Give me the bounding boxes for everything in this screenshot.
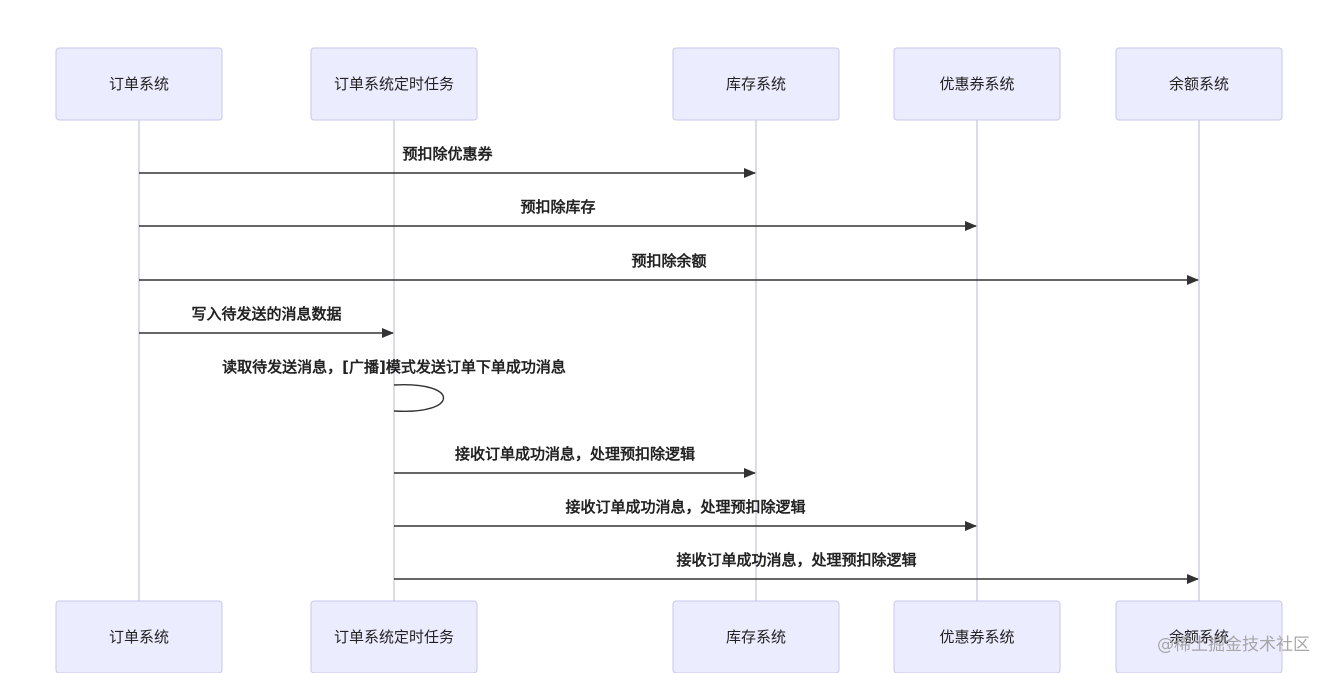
actors-top: 订单系统 订单系统定时任务 库存系统 优惠券系统 余额系统 <box>55 47 1283 121</box>
actor-label: 优惠券系统 <box>939 628 1014 646</box>
message-0: 预扣除优惠券 <box>139 145 756 178</box>
actor-label: 订单系统 <box>109 75 169 93</box>
watermark-text: @稀土掘金技术社区 <box>1157 635 1310 655</box>
actor-coupon-top: 优惠券系统 <box>893 47 1061 121</box>
lifelines <box>138 120 1200 601</box>
actor-task-top: 订单系统定时任务 <box>310 47 478 121</box>
actor-box <box>1115 47 1283 121</box>
actor-order-bottom: 订单系统 <box>55 600 223 673</box>
actor-label: 优惠券系统 <box>939 75 1014 93</box>
actor-coupon-bottom: 优惠券系统 <box>893 600 1061 673</box>
actor-balance-bottom: 余额系统 <box>1115 600 1283 673</box>
actor-label: 订单系统定时任务 <box>334 628 454 646</box>
actors-bottom: 订单系统 订单系统定时任务 库存系统 优惠券系统 余额系统 <box>55 600 1283 673</box>
actor-stock-bottom: 库存系统 <box>672 600 840 673</box>
message-7: 接收订单成功消息，处理预扣除逻辑 <box>394 551 1199 584</box>
message-label: 写入待发送的消息数据 <box>191 305 341 323</box>
actor-stock-top: 库存系统 <box>672 47 840 121</box>
actor-order-top: 订单系统 <box>55 47 223 121</box>
actor-label: 库存系统 <box>726 628 786 646</box>
actor-label: 订单系统 <box>109 628 169 646</box>
actor-box <box>55 47 223 121</box>
message-label: 读取待发送消息，[广播]模式发送订单下单成功消息 <box>222 358 566 376</box>
actor-box <box>55 600 223 673</box>
message-label: 接收订单成功消息，处理预扣除逻辑 <box>676 551 916 569</box>
actor-balance-top: 余额系统 <box>1115 47 1283 121</box>
actor-task-bottom: 订单系统定时任务 <box>310 600 478 673</box>
message-label: 接收订单成功消息，处理预扣除逻辑 <box>565 498 805 516</box>
message-label: 接收订单成功消息，处理预扣除逻辑 <box>455 445 695 463</box>
message-1: 预扣除库存 <box>139 198 977 231</box>
actor-box <box>672 47 840 121</box>
message-6: 接收订单成功消息，处理预扣除逻辑 <box>394 498 977 531</box>
message-label: 预扣除库存 <box>520 198 595 216</box>
message-4: 读取待发送消息，[广播]模式发送订单下单成功消息 <box>222 358 566 412</box>
actor-box <box>310 600 478 673</box>
actor-label: 余额系统 <box>1169 75 1229 93</box>
message-label: 预扣除余额 <box>631 252 706 270</box>
actor-label: 库存系统 <box>726 75 786 93</box>
actor-box <box>672 600 840 673</box>
actor-box <box>893 47 1061 121</box>
actor-label: 余额系统 <box>1169 628 1229 646</box>
actor-label: 订单系统定时任务 <box>334 75 454 93</box>
actor-box <box>893 600 1061 673</box>
actor-box <box>310 47 478 121</box>
actor-box <box>1115 600 1283 673</box>
self-message-loop <box>393 384 444 412</box>
message-5: 接收订单成功消息，处理预扣除逻辑 <box>394 445 756 478</box>
message-label: 预扣除优惠券 <box>402 145 493 163</box>
message-2: 预扣除余额 <box>139 252 1199 285</box>
message-3: 写入待发送的消息数据 <box>139 305 394 338</box>
messages: 预扣除优惠券预扣除库存预扣除余额写入待发送的消息数据读取待发送消息，[广播]模式… <box>139 145 1199 584</box>
